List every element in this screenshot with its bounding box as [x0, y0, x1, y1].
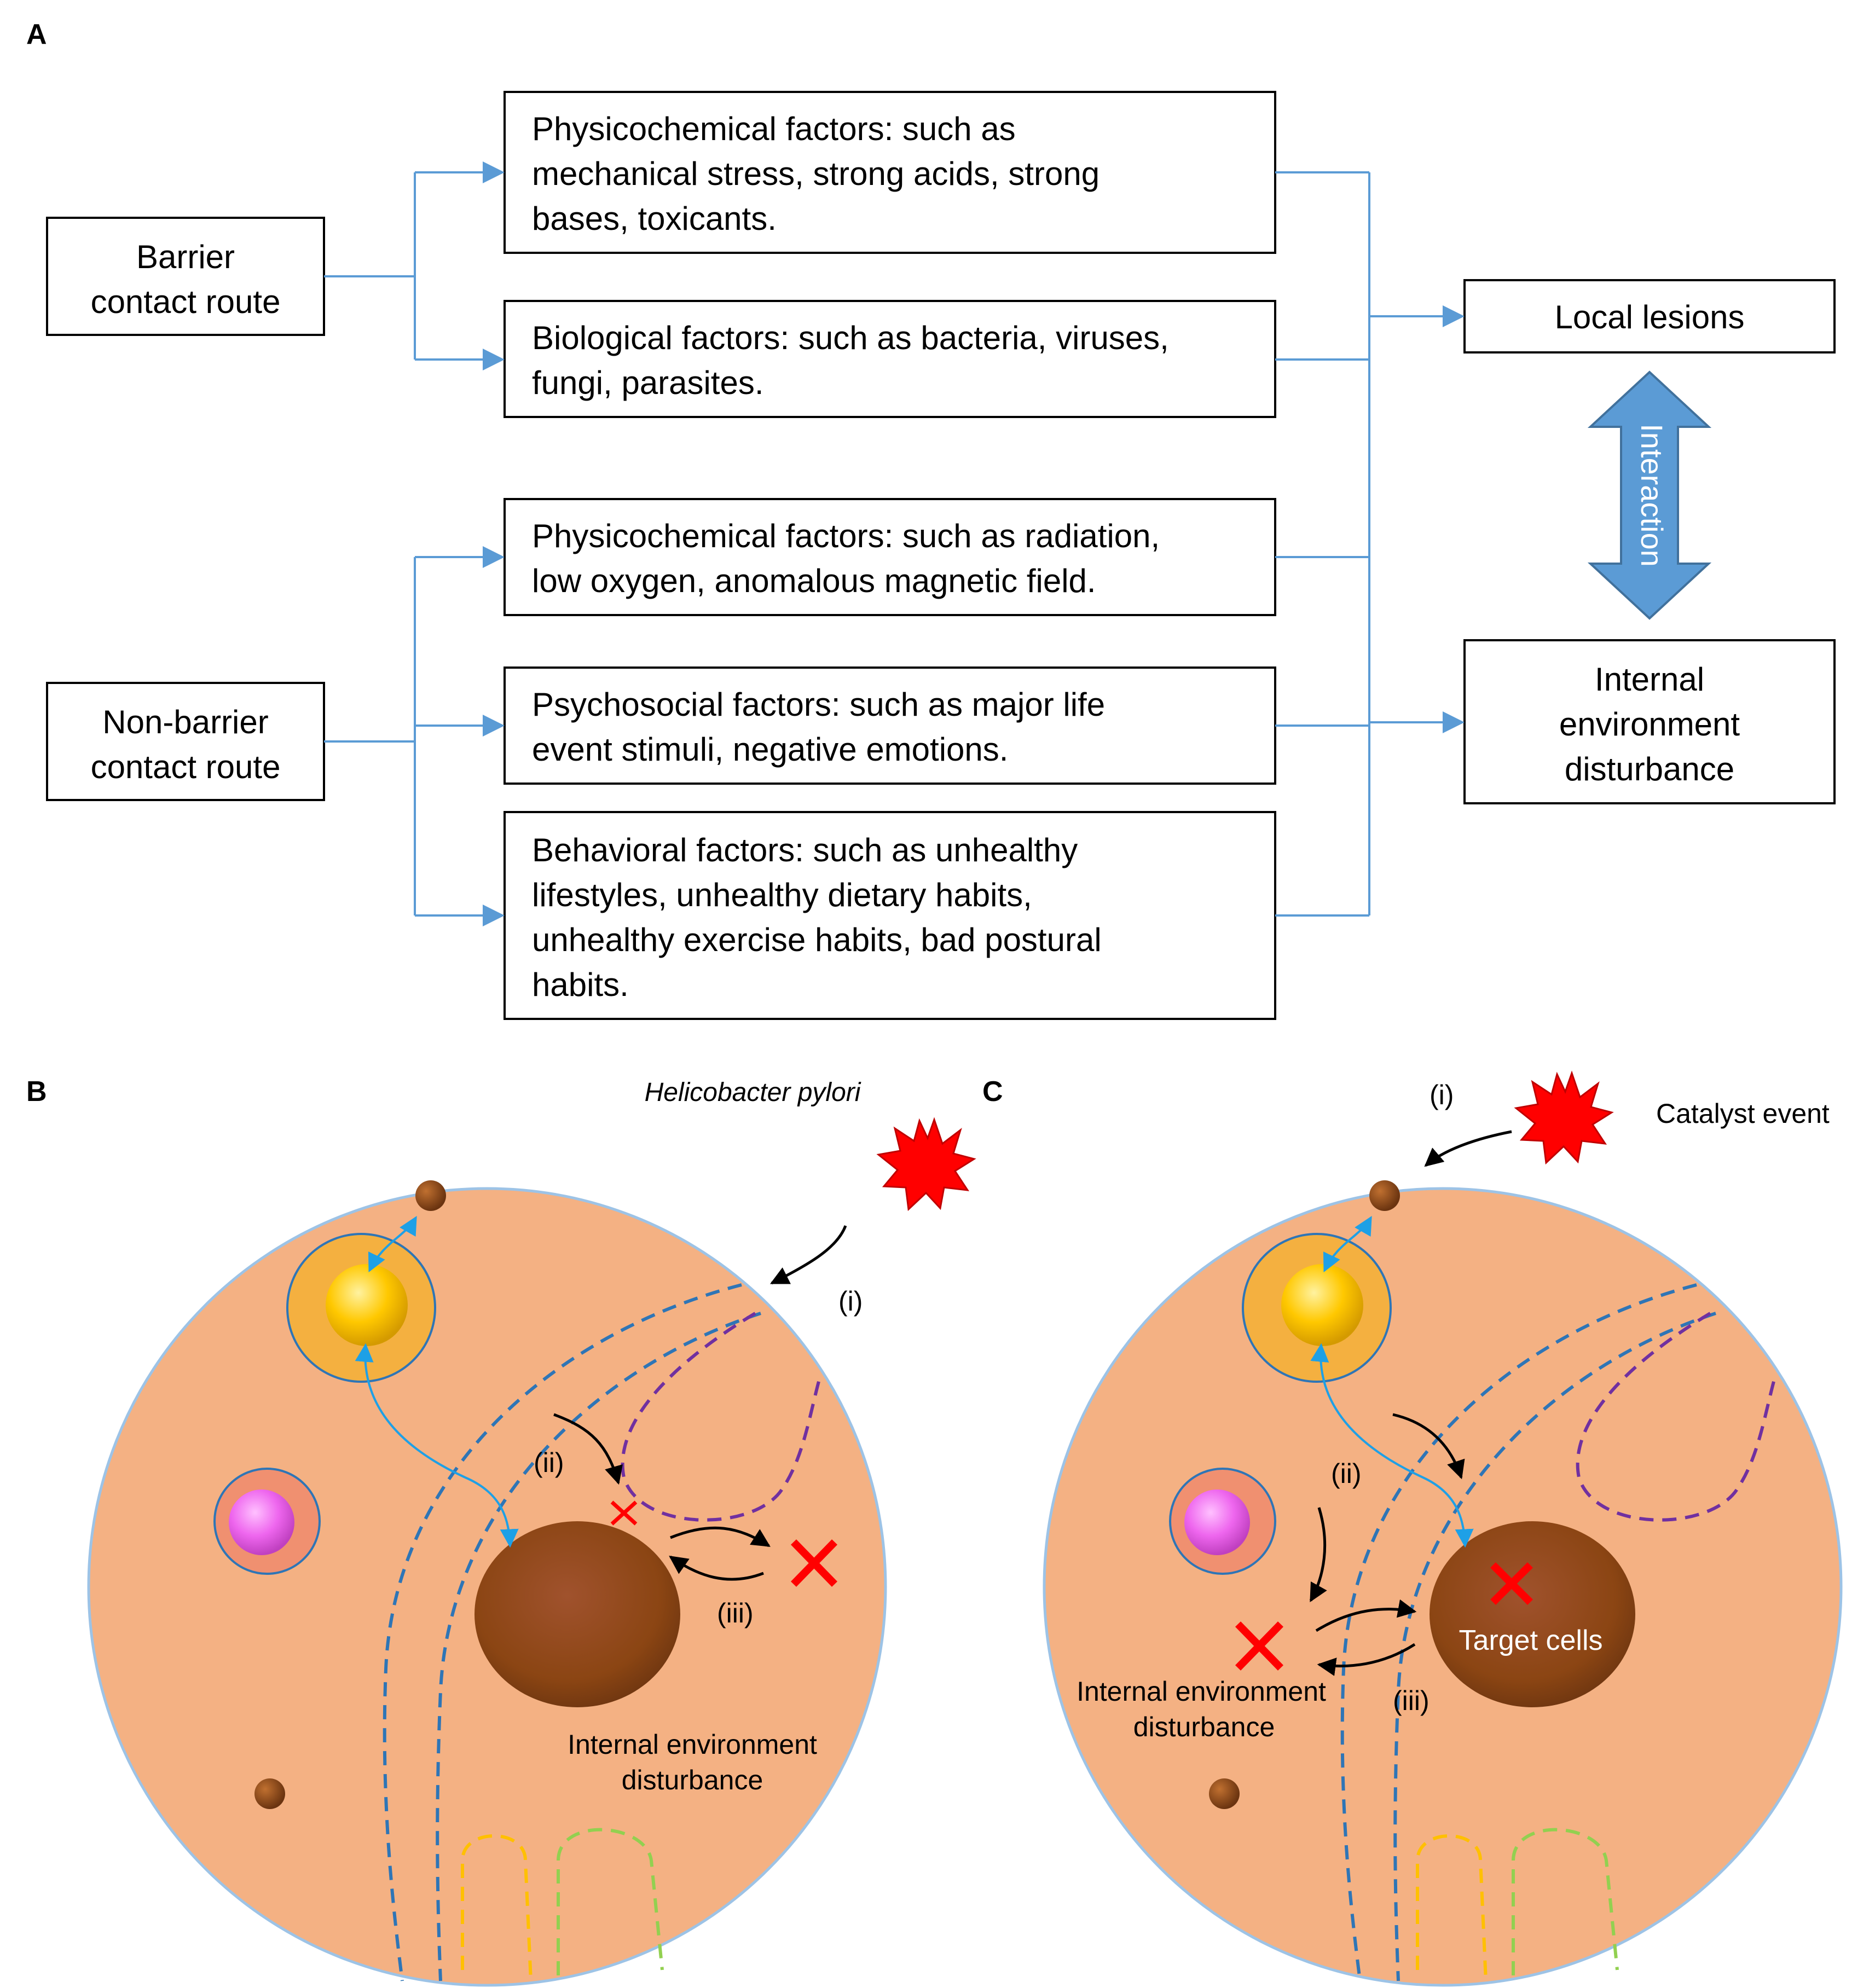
- disturbance-label-b-line-1: Internal environment: [568, 1729, 817, 1760]
- barrier-route-line-2: contact route: [91, 283, 281, 320]
- step-ii-label-c: (ii): [1331, 1458, 1362, 1489]
- factor-5-line-1: Behavioral factors: such as unhealthy: [532, 832, 1078, 868]
- non-barrier-route-box: Non-barrier contact route: [46, 682, 325, 801]
- internal-environment-box: Internal environment disturbance: [1463, 639, 1836, 804]
- panel-c-diagram: Catalyst event (i) (ii) (iii) Target cel…: [1043, 1070, 1843, 1987]
- factor-box-physicochemical-non-barrier: Physicochemical factors: such as radiati…: [504, 498, 1276, 616]
- x-mark-environment-c: [1235, 1621, 1284, 1671]
- step-i-arrow-c: [1424, 1130, 1512, 1167]
- dashed-boundary-outer-b: [383, 1283, 742, 1981]
- factor-box-biological: Biological factors: such as bacteria, vi…: [504, 300, 1276, 418]
- barrier-connectors: [324, 161, 505, 370]
- dashed-loop-green-c: [1512, 1828, 1619, 1975]
- step-i-label-b: (i): [838, 1286, 863, 1317]
- step-iii-arrow-back-b: [669, 1555, 764, 1581]
- catalyst-label: Catalyst event: [1656, 1098, 1830, 1129]
- dashed-loop-purple-b: [621, 1312, 823, 1522]
- factor-box-physicochemical-barrier: Physicochemical factors: such as mechani…: [504, 91, 1276, 254]
- yellow-cell-c: [1281, 1264, 1363, 1346]
- step-iii-label-c: (iii): [1393, 1685, 1430, 1716]
- small-x-mark-b: [610, 1500, 638, 1526]
- step-ii-arrow-to-environment-c: [1309, 1507, 1327, 1602]
- signal-bead-top-b: [415, 1180, 446, 1211]
- step-ii-arrow-to-target-c: [1392, 1413, 1465, 1480]
- factor-4-line-2: event stimuli, negative emotions.: [532, 731, 1008, 768]
- internal-env-line-3: disturbance: [1565, 751, 1734, 787]
- step-ii-arrow-b: [553, 1413, 623, 1485]
- signal-arrow-nucleus-b: [355, 1343, 519, 1548]
- step-iii-arrow-forward-c: [1315, 1599, 1417, 1632]
- internal-env-line-1: Internal: [1595, 661, 1704, 698]
- signal-arrow-nucleus-c: [1310, 1343, 1474, 1548]
- factor-box-psychosocial: Psychosocial factors: such as major life…: [504, 666, 1276, 785]
- pathogen-star-b: [876, 1117, 976, 1212]
- factor-3-line-1: Physicochemical factors: such as radiati…: [532, 518, 1160, 554]
- yellow-cell-b: [326, 1264, 408, 1346]
- target-cells-label: Target cells: [1459, 1625, 1603, 1656]
- signal-bead-bottom-c: [1209, 1778, 1240, 1809]
- local-lesions-label: Local lesions: [1555, 299, 1745, 335]
- pink-cell-c: [1184, 1489, 1250, 1555]
- factor-2-line-1: Biological factors: such as bacteria, vi…: [532, 320, 1169, 356]
- outcome-connectors: [1275, 171, 1465, 917]
- dashed-loop-green-b: [557, 1828, 664, 1975]
- signal-bead-bottom-b: [254, 1778, 285, 1809]
- signal-bead-top-c: [1369, 1180, 1400, 1211]
- disturbance-label-c-line-2: disturbance: [1133, 1712, 1275, 1742]
- factor-1-line-2: mechanical stress, strong acids, strong: [532, 155, 1099, 192]
- factor-4-line-1: Psychosocial factors: such as major life: [532, 686, 1105, 723]
- panel-label-b: B: [26, 1076, 47, 1108]
- dashed-boundary-outer-c: [1340, 1283, 1697, 1981]
- factor-5-line-2: lifestyles, unhealthy dietary habits,: [532, 877, 1032, 913]
- factor-5-line-3: unhealthy exercise habits, bad postural: [532, 921, 1102, 958]
- panel-b-diagram: Helicobacter pylori (i) (ii) (iii) Inter…: [87, 1078, 976, 1987]
- non-barrier-route-line-2: contact route: [91, 749, 281, 785]
- non-barrier-connectors: [324, 546, 505, 926]
- factor-box-behavioral: Behavioral factors: such as unhealthy li…: [504, 811, 1276, 1020]
- disturbance-label-c-line-1: Internal environment: [1077, 1676, 1326, 1707]
- dashed-boundary-inner-c: [1393, 1312, 1716, 1981]
- catalyst-star-c: [1514, 1070, 1614, 1165]
- non-barrier-route-line-1: Non-barrier: [102, 704, 268, 740]
- target-cell-b: [474, 1521, 680, 1707]
- step-iii-arrow-back-c: [1317, 1643, 1416, 1676]
- factor-5-line-4: habits.: [532, 966, 629, 1003]
- dashed-loop-purple-c: [1576, 1312, 1778, 1522]
- pink-cell-b: [229, 1489, 294, 1555]
- signal-arrow-top-b: [368, 1216, 417, 1273]
- local-lesions-box: Local lesions: [1463, 279, 1836, 353]
- step-iii-label-b: (iii): [717, 1598, 754, 1628]
- large-x-mark-b: [790, 1539, 838, 1587]
- pathogen-label: Helicobacter pylori: [645, 1078, 861, 1107]
- panel-label-a: A: [26, 19, 47, 50]
- factor-1-line-3: bases, toxicants.: [532, 200, 777, 237]
- interaction-label: Interaction: [1635, 424, 1669, 567]
- factor-3-line-2: low oxygen, anomalous magnetic field.: [532, 563, 1096, 599]
- panel-label-c: C: [982, 1076, 1003, 1108]
- dashed-loop-yellow-c: [1416, 1834, 1488, 1981]
- dashed-loop-yellow-b: [461, 1834, 533, 1981]
- dashed-boundary-inner-b: [436, 1312, 761, 1981]
- step-ii-label-b: (ii): [534, 1447, 564, 1478]
- target-cell-c: [1430, 1521, 1635, 1707]
- signal-arrow-top-c: [1323, 1216, 1372, 1273]
- barrier-route-line-1: Barrier: [136, 239, 235, 275]
- internal-env-line-2: environment: [1559, 706, 1740, 743]
- step-i-label-c: (i): [1430, 1080, 1454, 1110]
- step-i-arrow-b: [769, 1225, 847, 1285]
- interaction-double-arrow: Interaction: [1587, 370, 1712, 620]
- disturbance-label-b-line-2: disturbance: [622, 1765, 763, 1795]
- barrier-route-box: Barrier contact route: [46, 217, 325, 336]
- factor-2-line-2: fungi, parasites.: [532, 364, 764, 401]
- factor-1-line-1: Physicochemical factors: such as: [532, 111, 1016, 147]
- x-mark-target-c: [1490, 1562, 1533, 1605]
- step-iii-arrow-forward-b: [670, 1526, 771, 1547]
